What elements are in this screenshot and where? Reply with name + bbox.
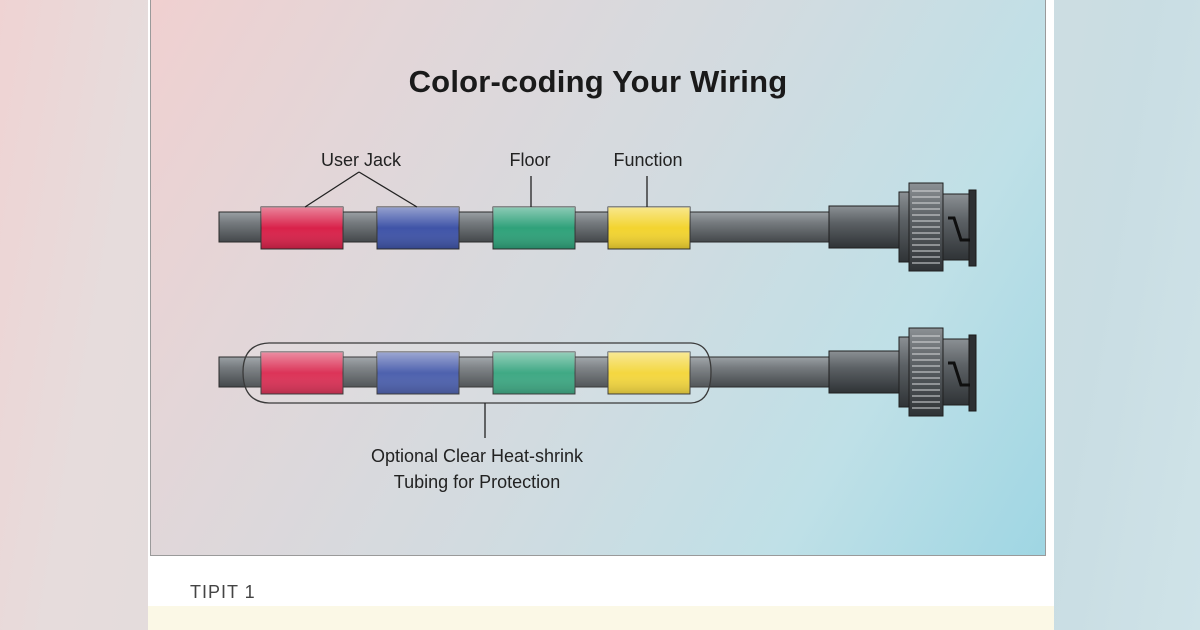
footer-strip [148, 606, 1054, 630]
leader-lines-top [304, 171, 648, 208]
bands-bottom [260, 351, 691, 395]
heat-shrink-tubing [242, 342, 712, 404]
label-floor: Floor [509, 150, 550, 170]
diagram-panel: Color-coding Your Wiring [150, 0, 1046, 556]
label-user-jack: User Jack [321, 150, 402, 170]
diagram-title: Color-coding Your Wiring [408, 64, 788, 99]
label-heat-shrink-line1: Optional Clear Heat-shrink [371, 446, 584, 466]
figure-caption: TIPIT 1 [190, 582, 256, 602]
bands-top [260, 206, 691, 250]
label-function: Function [613, 150, 682, 170]
wiring-diagram: User Jack Floor Function [218, 150, 977, 492]
label-heat-shrink-line2: Tubing for Protection [394, 472, 560, 492]
